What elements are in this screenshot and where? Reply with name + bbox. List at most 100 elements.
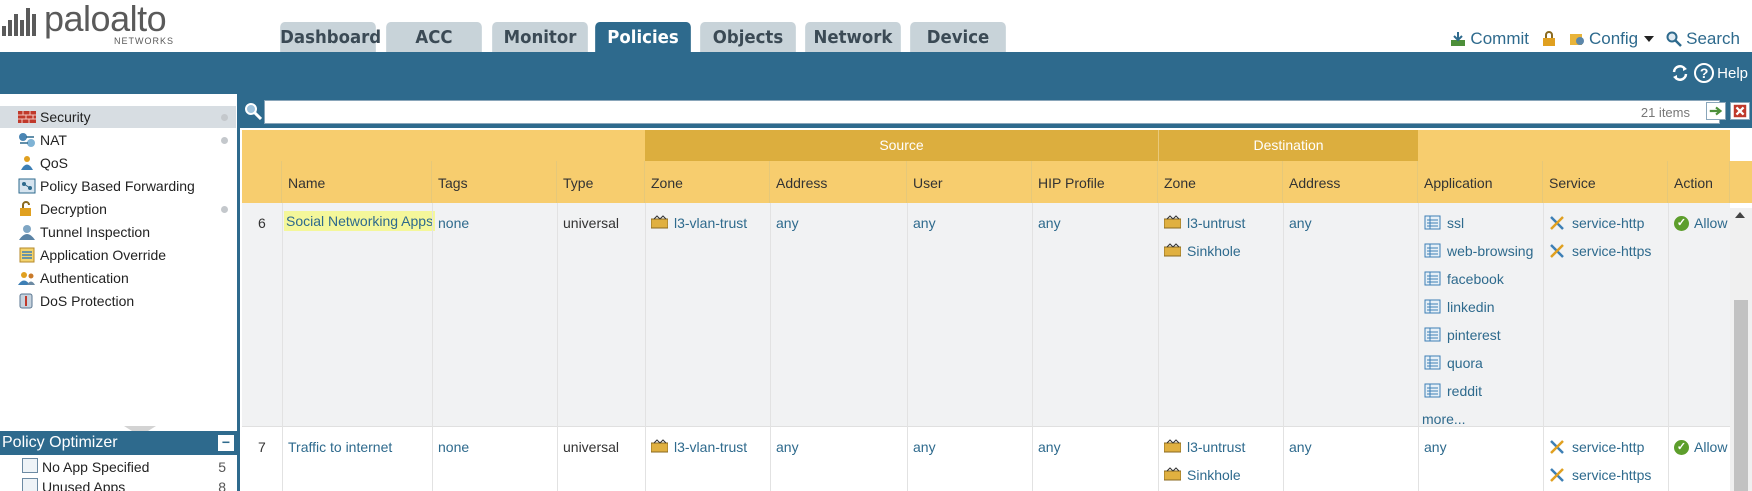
- tab-dashboard[interactable]: Dashboard: [280, 22, 381, 52]
- column-header-source-user[interactable]: User: [907, 161, 1032, 203]
- optimizer-item-no-app-specified[interactable]: No App Specified 5: [0, 456, 236, 476]
- tab-objects[interactable]: Objects: [700, 22, 796, 52]
- rule-tags[interactable]: none: [438, 439, 470, 455]
- sidebar-item-application-override[interactable]: Application Override: [0, 244, 236, 266]
- column-divider: [432, 203, 433, 491]
- commit-button[interactable]: Commit: [1450, 29, 1529, 49]
- tab-policies[interactable]: Policies: [595, 22, 691, 52]
- column-divider: [1418, 203, 1419, 491]
- list-item[interactable]: pinterest: [1424, 327, 1533, 355]
- lock-button[interactable]: [1541, 31, 1557, 47]
- sidebar-item-qos[interactable]: QoS: [0, 152, 236, 174]
- column-header-name[interactable]: Name: [282, 161, 432, 203]
- grid-scrollbar[interactable]: [1730, 208, 1752, 491]
- rule-tags[interactable]: none: [438, 215, 470, 231]
- table-row[interactable]: 6 Social Networking Apps none universal …: [242, 203, 1730, 427]
- list-item[interactable]: reddit: [1424, 383, 1533, 411]
- column-header-service[interactable]: Service: [1543, 161, 1668, 203]
- list-item[interactable]: service-https: [1549, 467, 1651, 491]
- list-item[interactable]: l3-vlan-trust: [651, 215, 747, 243]
- scroll-thumb[interactable]: [1734, 300, 1748, 491]
- application-cell: ssl web-browsing facebook linkedin pinte…: [1418, 203, 1533, 427]
- sidebar-item-policy-based-forwarding[interactable]: Policy Based Forwarding: [0, 175, 236, 197]
- sidebar-item-tunnel-inspection[interactable]: Tunnel Inspection: [0, 221, 236, 243]
- column-header-action[interactable]: Action: [1668, 161, 1730, 203]
- hip-profile[interactable]: any: [1038, 439, 1061, 455]
- sidebar-item-dos-protection[interactable]: DoS Protection: [0, 290, 236, 312]
- column-header-source-zone[interactable]: Zone: [645, 161, 770, 203]
- refresh-icon[interactable]: [1670, 64, 1690, 82]
- action-label: Allow: [1694, 439, 1728, 455]
- check-icon: ✓: [1674, 215, 1689, 231]
- list-item[interactable]: ssl: [1424, 215, 1533, 243]
- apply-filter-icon[interactable]: [1706, 102, 1726, 120]
- more-link[interactable]: more...: [1422, 411, 1466, 427]
- tab-network[interactable]: Network: [805, 22, 901, 52]
- tab-device[interactable]: Device: [910, 22, 1006, 52]
- zone-label: l3-untrust: [1187, 439, 1246, 455]
- source-user[interactable]: any: [913, 215, 936, 231]
- help-button[interactable]: ? Help: [1694, 63, 1748, 83]
- report-icon: [22, 458, 38, 473]
- optimizer-item-count: 5: [218, 459, 226, 475]
- column-header-source-address[interactable]: Address: [770, 161, 907, 203]
- search-button[interactable]: Search: [1666, 29, 1740, 49]
- rule-name-cell[interactable]: Social Networking Apps: [282, 203, 436, 231]
- list-item[interactable]: linkedin: [1424, 299, 1533, 327]
- rule-name[interactable]: Traffic to internet: [288, 439, 393, 455]
- list-item[interactable]: service-http: [1549, 215, 1651, 243]
- tab-acc[interactable]: ACC: [386, 22, 482, 52]
- list-item[interactable]: service-http: [1549, 439, 1651, 467]
- column-header-tags[interactable]: Tags: [432, 161, 557, 203]
- table-row[interactable]: 7 Traffic to internet none universal l3-…: [242, 426, 1730, 491]
- column-header-destination-zone[interactable]: Zone: [1158, 161, 1283, 203]
- column-header-type[interactable]: Type: [557, 161, 645, 203]
- destination-address[interactable]: any: [1289, 439, 1312, 455]
- destination-zone-cell: l3-untrust Sinkhole: [1158, 203, 1245, 271]
- source-zone-cell: l3-vlan-trust: [645, 427, 747, 467]
- clear-filter-icon[interactable]: [1730, 102, 1750, 120]
- service-label: service-http: [1572, 215, 1645, 231]
- list-item[interactable]: l3-vlan-trust: [651, 439, 747, 467]
- action-cell[interactable]: ✓Allow: [1668, 427, 1727, 455]
- filter-bar: 21 items: [240, 94, 1752, 128]
- nat-icon: [19, 133, 35, 147]
- source-user[interactable]: any: [913, 439, 936, 455]
- users-icon: [18, 272, 35, 285]
- list-item[interactable]: facebook: [1424, 271, 1533, 299]
- list-item[interactable]: l3-untrust: [1164, 439, 1245, 467]
- column-divider: [770, 203, 771, 491]
- list-item[interactable]: service-https: [1549, 243, 1651, 271]
- column-header-destination-address[interactable]: Address: [1283, 161, 1418, 203]
- collapse-button[interactable]: −: [218, 435, 234, 451]
- column-header-hip-profile[interactable]: HIP Profile: [1032, 161, 1158, 203]
- paloalto-logo-icon: [2, 8, 36, 36]
- sidebar-item-nat[interactable]: NAT: [0, 129, 236, 151]
- sidebar-item-decryption[interactable]: Decryption: [0, 198, 236, 220]
- source-address[interactable]: any: [776, 439, 799, 455]
- action-cell[interactable]: ✓Allow: [1668, 203, 1727, 231]
- destination-address[interactable]: any: [1289, 215, 1312, 231]
- config-button[interactable]: Config: [1569, 29, 1655, 49]
- hip-profile[interactable]: any: [1038, 215, 1061, 231]
- filter-input[interactable]: [264, 100, 1720, 124]
- header-group-source: Source: [645, 130, 1158, 161]
- list-item[interactable]: Sinkhole: [1164, 243, 1245, 271]
- application-value[interactable]: any: [1424, 439, 1447, 455]
- tab-monitor[interactable]: Monitor: [492, 22, 588, 52]
- zone-icon: [1164, 215, 1181, 229]
- service-icon: [1550, 440, 1564, 454]
- sidebar-item-authentication[interactable]: Authentication: [0, 267, 236, 289]
- sidebar-item-security[interactable]: Security: [0, 106, 236, 128]
- source-address[interactable]: any: [776, 215, 799, 231]
- list-item[interactable]: Sinkhole: [1164, 467, 1245, 491]
- list-item[interactable]: quora: [1424, 355, 1533, 383]
- optimizer-item-unused-apps[interactable]: Unused Apps 8: [0, 476, 236, 491]
- list-item[interactable]: web-browsing: [1424, 243, 1533, 271]
- scroll-up-arrow-icon[interactable]: [1735, 212, 1745, 218]
- application-icon: [1424, 355, 1441, 370]
- rule-name[interactable]: Social Networking Apps: [284, 211, 436, 231]
- list-item[interactable]: l3-untrust: [1164, 215, 1245, 243]
- column-header-application[interactable]: Application: [1418, 161, 1543, 203]
- header-background: [1418, 130, 1730, 203]
